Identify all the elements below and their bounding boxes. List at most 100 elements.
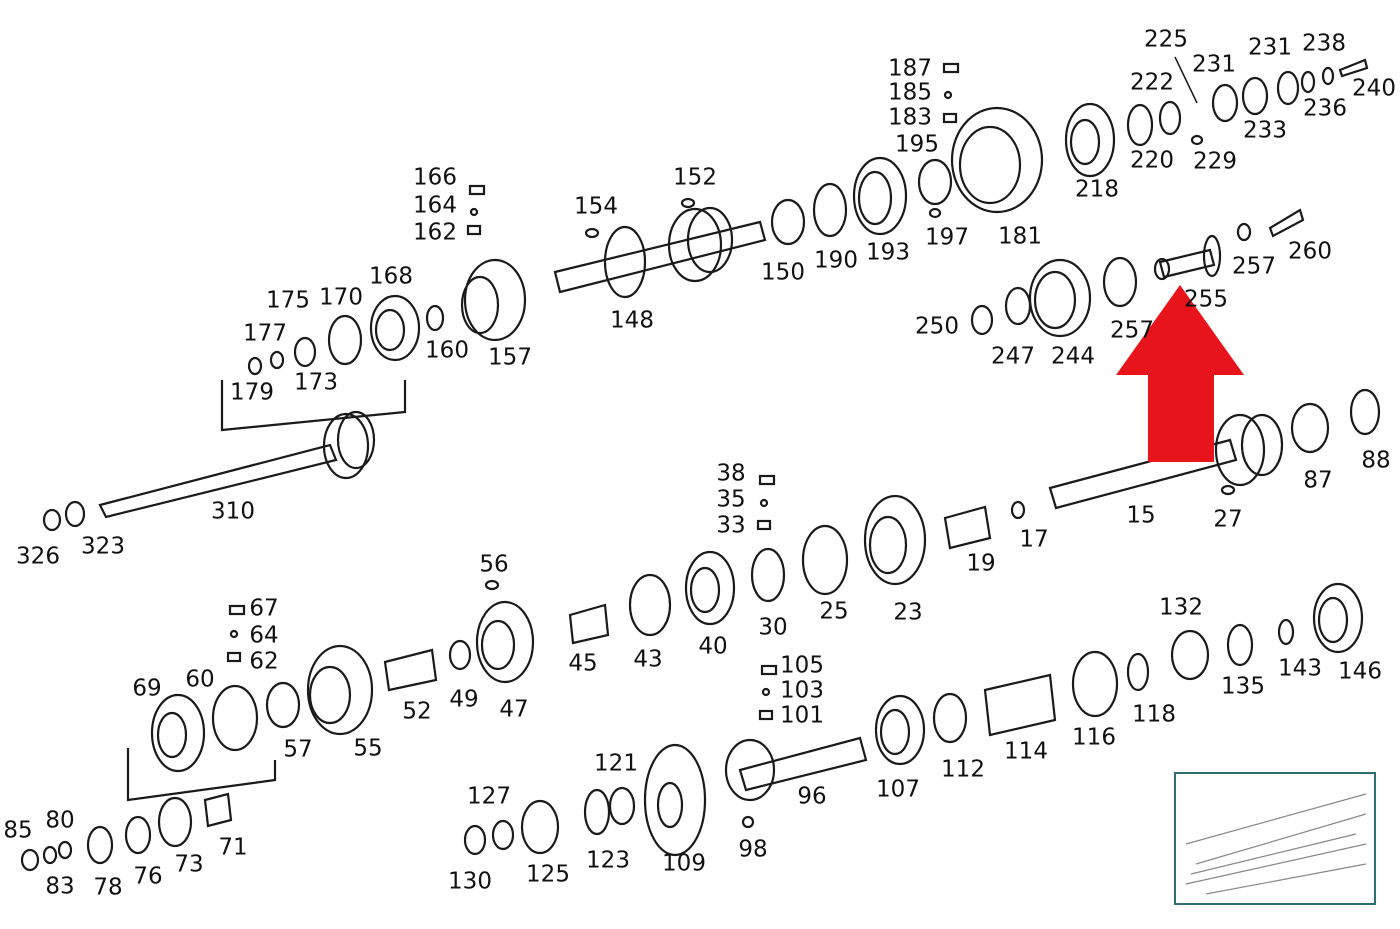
- part-label: 150: [761, 259, 805, 286]
- part-label: 64: [249, 622, 279, 649]
- part-label: 15: [1126, 502, 1156, 529]
- part-label: 121: [594, 750, 638, 777]
- part-label: 218: [1075, 176, 1119, 203]
- part-label: 30: [758, 614, 788, 641]
- thumbnail-preview[interactable]: [1174, 772, 1376, 905]
- part-label: 255: [1184, 286, 1228, 313]
- part-label: 76: [133, 863, 163, 890]
- part-label: 130: [448, 868, 492, 895]
- part-label: 73: [174, 851, 204, 878]
- part-label: 112: [941, 756, 985, 783]
- thumbnail-drawing: [1185, 793, 1367, 895]
- gear-rings: [20, 58, 1381, 872]
- part-label: 225: [1144, 26, 1188, 53]
- part-label: 236: [1303, 95, 1347, 122]
- part-label: 33: [716, 512, 746, 539]
- part-label: 107: [876, 776, 920, 803]
- part-label: 185: [888, 79, 932, 106]
- part-label: 47: [499, 696, 529, 723]
- bracket-69: [126, 748, 277, 802]
- part-label: 179: [230, 379, 274, 406]
- part-label: 55: [353, 735, 383, 762]
- part-label: 85: [3, 817, 33, 844]
- part-label: 96: [797, 783, 827, 810]
- part-label: 25: [819, 598, 849, 625]
- part-label: 257: [1232, 253, 1276, 280]
- part-label: 146: [1338, 658, 1382, 685]
- part-label: 233: [1243, 117, 1287, 144]
- part-label: 116: [1072, 724, 1116, 751]
- part-label: 195: [895, 131, 939, 158]
- part-label: 27: [1213, 506, 1243, 533]
- part-label: 231: [1192, 51, 1236, 78]
- part-label: 45: [568, 650, 598, 677]
- part-label: 87: [1303, 467, 1333, 494]
- part-label: 103: [780, 677, 824, 704]
- shaft-96: [724, 736, 868, 802]
- part-label: 323: [81, 533, 125, 560]
- part-label: 101: [780, 702, 824, 729]
- part-label: 197: [925, 224, 969, 251]
- part-label: 60: [185, 666, 215, 693]
- part-label: 160: [425, 337, 469, 364]
- part-label: 105: [780, 652, 824, 679]
- part-label: 168: [369, 263, 413, 290]
- small-parts: [226, 62, 1236, 721]
- part-label: 118: [1132, 701, 1176, 728]
- part-label: 52: [402, 698, 432, 725]
- shaft-255: [1153, 234, 1222, 281]
- part-label: 170: [319, 284, 363, 311]
- part-label: 229: [1193, 148, 1237, 175]
- part-label: 88: [1361, 447, 1391, 474]
- part-label: 310: [211, 498, 255, 525]
- shaft-148: [553, 206, 767, 299]
- part-label: 240: [1352, 75, 1396, 102]
- part-label: 177: [243, 320, 287, 347]
- leader-lines: [1174, 56, 1198, 104]
- part-label: 247: [991, 343, 1035, 370]
- part-label: 183: [888, 104, 932, 131]
- part-label: 67: [249, 595, 279, 622]
- red-arrow-pointer: [1116, 285, 1244, 462]
- part-label: 40: [698, 633, 728, 660]
- part-label: 257: [1110, 317, 1154, 344]
- bracket-179: [220, 380, 407, 432]
- part-label: 83: [45, 873, 75, 900]
- part-label: 125: [526, 861, 570, 888]
- part-label: 143: [1278, 655, 1322, 682]
- part-label: 162: [413, 219, 457, 246]
- part-label: 35: [716, 486, 746, 513]
- part-label: 57: [283, 736, 313, 763]
- part-label: 132: [1159, 594, 1203, 621]
- part-label: 17: [1019, 526, 1049, 553]
- part-label: 190: [814, 247, 858, 274]
- part-label: 78: [93, 874, 123, 901]
- part-label: 109: [662, 850, 706, 877]
- part-label: 187: [888, 55, 932, 82]
- part-label: 114: [1004, 738, 1048, 765]
- part-label: 164: [413, 192, 457, 219]
- part-label: 193: [866, 239, 910, 266]
- part-label: 69: [132, 675, 162, 702]
- part-label: 326: [16, 543, 60, 570]
- part-label: 222: [1130, 69, 1174, 96]
- part-label: 260: [1288, 238, 1332, 265]
- part-label: 250: [915, 313, 959, 340]
- part-label: 238: [1302, 30, 1346, 57]
- shaft-310: [98, 410, 376, 519]
- part-label: 181: [998, 223, 1042, 250]
- part-label: 127: [467, 783, 511, 810]
- part-label: 19: [966, 550, 996, 577]
- part-label: 148: [610, 307, 654, 334]
- part-label: 157: [488, 344, 532, 371]
- part-label: 220: [1130, 147, 1174, 174]
- part-label: 80: [45, 807, 75, 834]
- part-label: 56: [479, 551, 509, 578]
- part-label: 175: [266, 287, 310, 314]
- part-label: 166: [413, 164, 457, 191]
- part-label: 231: [1248, 34, 1292, 61]
- part-label: 152: [673, 164, 717, 191]
- part-label: 38: [716, 460, 746, 487]
